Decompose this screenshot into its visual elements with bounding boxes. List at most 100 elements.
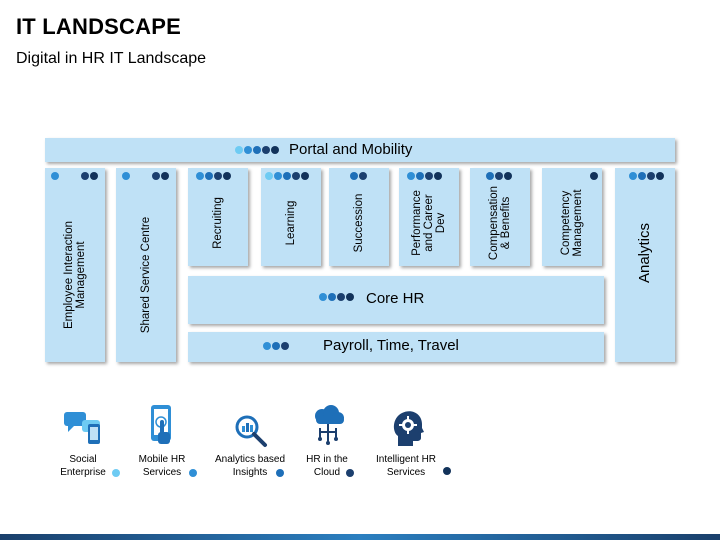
competency-box: Competency Management xyxy=(542,168,602,266)
dot-intelligent xyxy=(434,172,442,180)
dot-mobile xyxy=(263,342,271,350)
dot-mobile xyxy=(319,293,327,301)
performance-line-3: Dev xyxy=(435,212,447,234)
analytics-dots xyxy=(629,172,664,180)
performance-line-1: Performance xyxy=(411,190,423,256)
page-title: IT LANDSCAPE xyxy=(16,14,181,39)
dot-social xyxy=(235,146,243,154)
legend-hr-cloud: HR in the Cloud xyxy=(298,453,356,479)
dot-social xyxy=(51,172,59,180)
dot-intelligent xyxy=(90,172,98,180)
chat-phone-icon xyxy=(64,412,100,444)
dot-cloud xyxy=(337,293,345,301)
payroll-label: Payroll, Time, Travel xyxy=(323,337,459,354)
dot-analytics xyxy=(283,172,291,180)
employee-line-2: Management xyxy=(75,241,87,309)
compensation-box: Compensation & Benefits xyxy=(470,168,530,266)
cloud-network-icon xyxy=(315,405,344,445)
dot-mobile xyxy=(629,172,637,180)
footer-bar xyxy=(0,534,720,540)
dot-mobile xyxy=(407,172,415,180)
succession-label: Succession xyxy=(353,193,365,253)
dot-intelligent xyxy=(301,172,309,180)
legend-analytics-line2: Insights xyxy=(232,467,268,478)
dot-mobile xyxy=(122,172,130,180)
dot-mobile xyxy=(244,146,252,154)
analytics-label: Analytics xyxy=(636,222,653,284)
payroll-dots xyxy=(263,342,289,350)
dot-analytics xyxy=(350,172,358,180)
legend-intelligent-line1: Intelligent HR xyxy=(375,454,437,465)
legend-social-enterprise: Social Enterprise xyxy=(52,453,114,479)
legend-dot-social xyxy=(112,469,120,477)
dot-analytics xyxy=(328,293,336,301)
legend-analytics-line1: Analytics based xyxy=(214,454,286,465)
shared-dots-right xyxy=(152,172,169,180)
employee-dots-right xyxy=(81,172,98,180)
payroll-box: Payroll, Time, Travel xyxy=(188,332,604,362)
dot-analytics xyxy=(486,172,494,180)
succession-dots xyxy=(350,172,367,180)
competency-line-1: Competency xyxy=(560,190,572,256)
compensation-line-1: Compensation xyxy=(488,185,500,261)
competency-dots xyxy=(590,172,598,180)
employee-interaction-box: Employee Interaction Management xyxy=(45,168,105,362)
dot-mobile xyxy=(196,172,204,180)
dot-intelligent xyxy=(223,172,231,180)
portal-dots xyxy=(235,146,279,154)
competency-line-2: Management xyxy=(572,189,584,257)
legend-dot-cloud xyxy=(346,469,354,477)
dot-cloud xyxy=(281,342,289,350)
mobile-touch-icon xyxy=(151,405,171,444)
recruiting-dots xyxy=(196,172,231,180)
dot-intelligent xyxy=(161,172,169,180)
dot-cloud xyxy=(214,172,222,180)
legend-intelligent-hr: Intelligent HR Services xyxy=(368,453,444,479)
dot-intelligent xyxy=(656,172,664,180)
dot-cloud xyxy=(495,172,503,180)
succession-box: Succession xyxy=(329,168,389,266)
dot-cloud xyxy=(359,172,367,180)
dot-analytics xyxy=(638,172,646,180)
competency-label: Competency Management xyxy=(560,189,584,256)
dot-intelligent xyxy=(504,172,512,180)
legend-analytics-insights: Analytics based Insights xyxy=(210,453,290,479)
dot-cloud xyxy=(81,172,89,180)
core-hr-label: Core HR xyxy=(366,290,425,307)
legend-mobile-line2: Services xyxy=(142,467,182,478)
performance-dots xyxy=(407,172,442,180)
shared-dots-left xyxy=(122,172,130,180)
legend-dot-mobile xyxy=(189,469,197,477)
legend-mobile-line1: Mobile HR xyxy=(138,454,186,465)
legend-dot-intelligent xyxy=(443,467,451,475)
employee-line-1: Employee Interaction xyxy=(63,220,75,330)
performance-line-2: and Career xyxy=(423,194,435,252)
learning-dots xyxy=(265,172,309,180)
legend-intelligent-line2: Services xyxy=(386,467,426,478)
dot-intelligent xyxy=(346,293,354,301)
brain-gear-icon xyxy=(393,411,424,446)
legend-cloud-line2: Cloud xyxy=(313,467,341,478)
dot-mobile xyxy=(274,172,282,180)
page-subtitle: Digital in HR IT Landscape xyxy=(16,50,207,67)
learning-box: Learning xyxy=(261,168,321,266)
dot-analytics xyxy=(272,342,280,350)
performance-label: Performance and Career Dev xyxy=(411,190,447,256)
core-hr-dots xyxy=(319,293,354,301)
compensation-label: Compensation & Benefits xyxy=(488,186,512,260)
employee-dots-left xyxy=(51,172,59,180)
dot-cloud xyxy=(152,172,160,180)
legend-social-line2: Enterprise xyxy=(60,467,106,478)
compensation-line-2: & Benefits xyxy=(500,196,512,250)
dot-cloud xyxy=(425,172,433,180)
legend-social-line1: Social xyxy=(69,454,97,465)
dot-social xyxy=(265,172,273,180)
recruiting-box: Recruiting xyxy=(188,168,248,266)
dot-intelligent xyxy=(271,146,279,154)
dot-analytics xyxy=(416,172,424,180)
employee-interaction-label: Employee Interaction Management xyxy=(63,221,87,329)
compensation-dots xyxy=(486,172,512,180)
recruiting-label: Recruiting xyxy=(212,197,224,249)
shared-service-box: Shared Service Centre xyxy=(116,168,176,362)
legend-dot-analytics xyxy=(276,469,284,477)
